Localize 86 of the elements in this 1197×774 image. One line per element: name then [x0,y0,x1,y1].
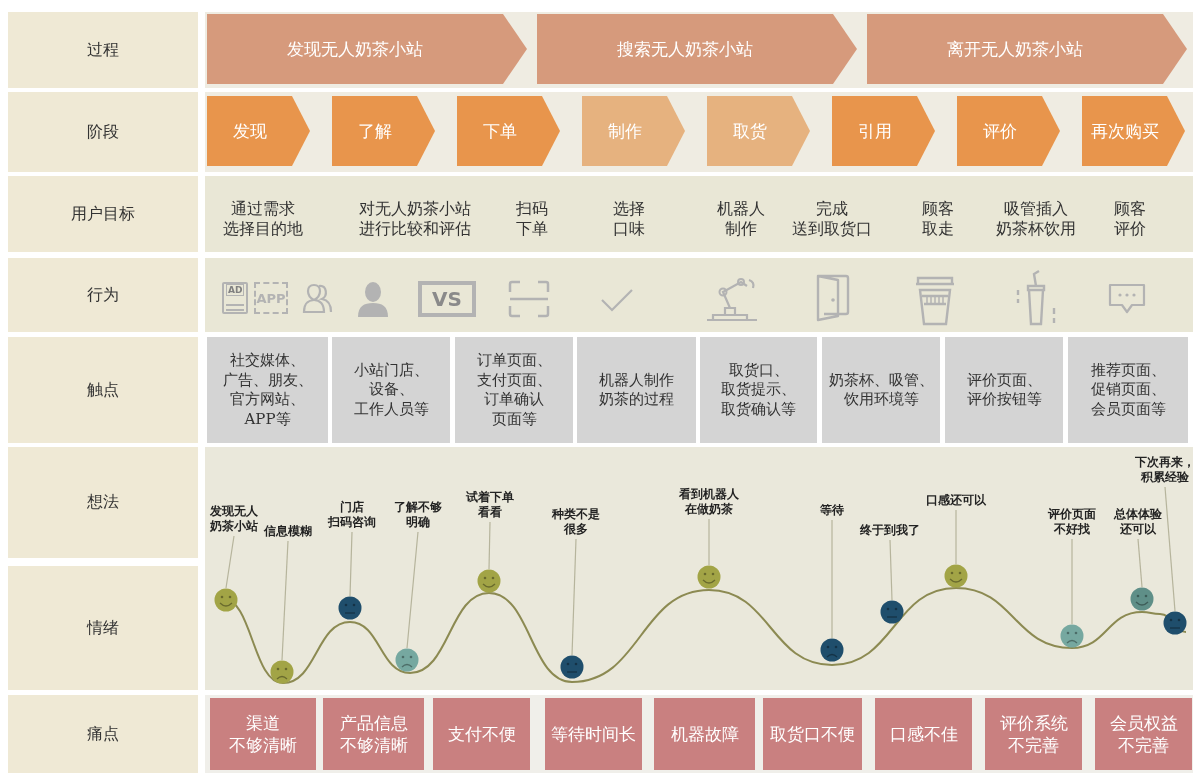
sad-face [820,638,844,662]
neutral-face [1163,611,1187,635]
goal-text: 顾客评价 [1114,199,1146,239]
sad-face [270,660,294,684]
goal-text: 吸管插入奶茶杯饮用 [996,199,1076,239]
touchpoint-box: 取货口、取货提示、取货确认等 [700,337,817,443]
pain-point-box: 支付不便 [433,698,530,770]
leader-line [281,540,289,661]
thought-text: 等待 [820,503,844,518]
pain-point-box: 评价系统不完善 [985,698,1082,770]
process-banner: 离开无人奶茶小站 [867,14,1187,84]
goal-text: 顾客取走 [922,199,954,239]
row-header: 想法 [8,447,198,558]
versus-sign-icon: VS [418,281,476,317]
stage-tag: 引用 [832,96,935,166]
leader-line [571,538,577,656]
row-header: 行为 [8,258,198,332]
thought-text: 了解不够明确 [394,500,442,530]
stage-tag: 评价 [957,96,1060,166]
thought-text: 看到机器人在做奶茶 [679,487,739,517]
neutral-face [338,596,362,620]
sad-face [1060,624,1084,648]
thought-text: 下次再来，积累经验 [1135,455,1195,485]
thought-text: 种类不是很多 [552,507,600,537]
smiling-face [214,588,238,612]
touchpoint-box: 小站门店、设备、工作人员等 [332,337,450,443]
neutral-face [880,600,904,624]
stage-tag: 发现 [207,96,310,166]
process-banner: 发现无人奶茶小站 [207,14,527,84]
process-banner: 搜索无人奶茶小站 [537,14,857,84]
pain-point-box: 产品信息不够清晰 [323,698,424,770]
thought-text: 试着下单看看 [466,490,514,520]
ad-document-icon: AD [222,282,248,314]
stage-tag: 了解 [332,96,435,166]
pain-point-box: 口感不佳 [875,698,972,770]
pain-point-box: 会员权益不完善 [1095,698,1192,770]
leader-line [1137,538,1143,588]
goal-text: 完成送到取货口 [792,199,872,239]
touchpoint-box: 社交媒体、广告、朋友、官方网站、APP等 [207,337,328,443]
leader-line [488,521,491,570]
leader-line [1071,538,1073,625]
stage-tag: 再次购买 [1082,96,1185,166]
goal-text: 扫码下单 [516,199,548,239]
row-header: 触点 [8,337,198,443]
leader-line [889,539,893,601]
goal-text: 机器人制作 [717,199,765,239]
touchpoint-box: 推荐页面、促销页面、会员页面等 [1068,337,1188,443]
touchpoint-box: 评价页面、评价按钮等 [945,337,1063,443]
stage-tag: 下单 [457,96,560,166]
thought-text: 总体体验还可以 [1114,507,1162,537]
row-header: 阶段 [8,92,198,172]
sad-face [395,648,419,672]
leader-line [1164,486,1176,612]
thought-text: 门店扫码咨询 [328,500,376,530]
stage-tag: 制作 [582,96,685,166]
smiling-face [697,565,721,589]
leader-line [955,509,957,565]
thought-text: 口感还可以 [926,493,986,508]
leader-line [406,531,419,649]
thought-text: 发现无人奶茶小站 [210,504,258,534]
pain-point-box: 取货口不便 [763,698,862,770]
row-header: 情绪 [8,566,198,690]
pain-point-box: 渠道不够清晰 [210,698,316,770]
leader-line [831,519,833,639]
row-header: 用户目标 [8,176,198,252]
thought-text: 评价页面不好找 [1048,507,1096,537]
touchpoint-box: 订单页面、支付页面、订单确认页面等 [455,337,573,443]
neutral-face [560,655,584,679]
goal-text: 通过需求选择目的地 [223,199,303,239]
leader-line [708,518,710,566]
leader-line [349,531,353,597]
goal-text: 对无人奶茶小站进行比较和评估 [359,199,471,239]
goal-text: 选择口味 [613,199,645,239]
leader-line [225,535,235,589]
pain-point-box: 等待时间长 [545,698,642,770]
touchpoint-box: 奶茶杯、吸管、饮用环境等 [822,337,940,443]
smiling-face [944,564,968,588]
touchpoint-box: 机器人制作奶茶的过程 [577,337,696,443]
thought-text: 终于到我了 [860,523,920,538]
smiling-face [1130,587,1154,611]
thought-text: 信息模糊 [264,524,312,539]
smiling-face [477,569,501,593]
pain-point-box: 机器故障 [654,698,755,770]
row-header: 痛点 [8,695,198,773]
stage-tag: 取货 [707,96,810,166]
row-header: 过程 [8,12,198,88]
